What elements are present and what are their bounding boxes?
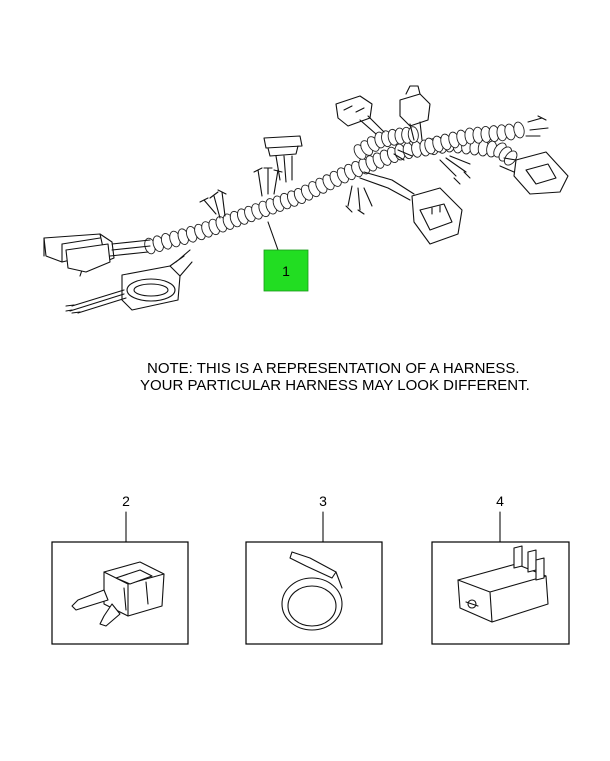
callout-1-label: 1 <box>282 263 290 279</box>
callout-3[interactable]: 3 <box>245 493 383 645</box>
hanging-connector <box>345 171 463 245</box>
callout-3-label: 3 <box>319 493 327 509</box>
breakout-wires-left <box>199 167 283 219</box>
lower-left-connector <box>65 249 193 314</box>
harness-wrap-segment <box>513 121 525 139</box>
harness-trunk <box>144 121 525 255</box>
top-center-connector <box>263 135 303 183</box>
mini-fuse-icon <box>71 561 165 627</box>
left-connector <box>43 233 151 277</box>
harness-wrap-segment <box>504 150 518 166</box>
right-connector <box>499 151 569 195</box>
top-right-connectors <box>335 85 549 141</box>
callout-4-label: 4 <box>496 493 504 509</box>
relay-box <box>431 541 570 645</box>
relay-icon <box>457 545 549 623</box>
note-line-2: YOUR PARTICULAR HARNESS MAY LOOK DIFFERE… <box>140 377 530 394</box>
breakout-wires-right <box>393 149 471 185</box>
cable-tie-icon <box>281 551 343 631</box>
harness-leader-line <box>267 221 279 251</box>
tie-strap-box <box>245 541 383 645</box>
note-line-1: NOTE: THIS IS A REPRESENTATION OF A HARN… <box>147 360 520 377</box>
harness-wrap-segment <box>407 126 419 144</box>
callout-2[interactable]: 2 <box>51 493 189 645</box>
wiring-harness[interactable] <box>43 85 569 314</box>
callout-2-label: 2 <box>122 493 130 509</box>
callout-1-highlight <box>263 249 309 292</box>
callout-4[interactable]: 4 <box>431 493 570 645</box>
callout-1[interactable]: 1 <box>263 249 309 292</box>
fuse-box <box>51 541 189 645</box>
